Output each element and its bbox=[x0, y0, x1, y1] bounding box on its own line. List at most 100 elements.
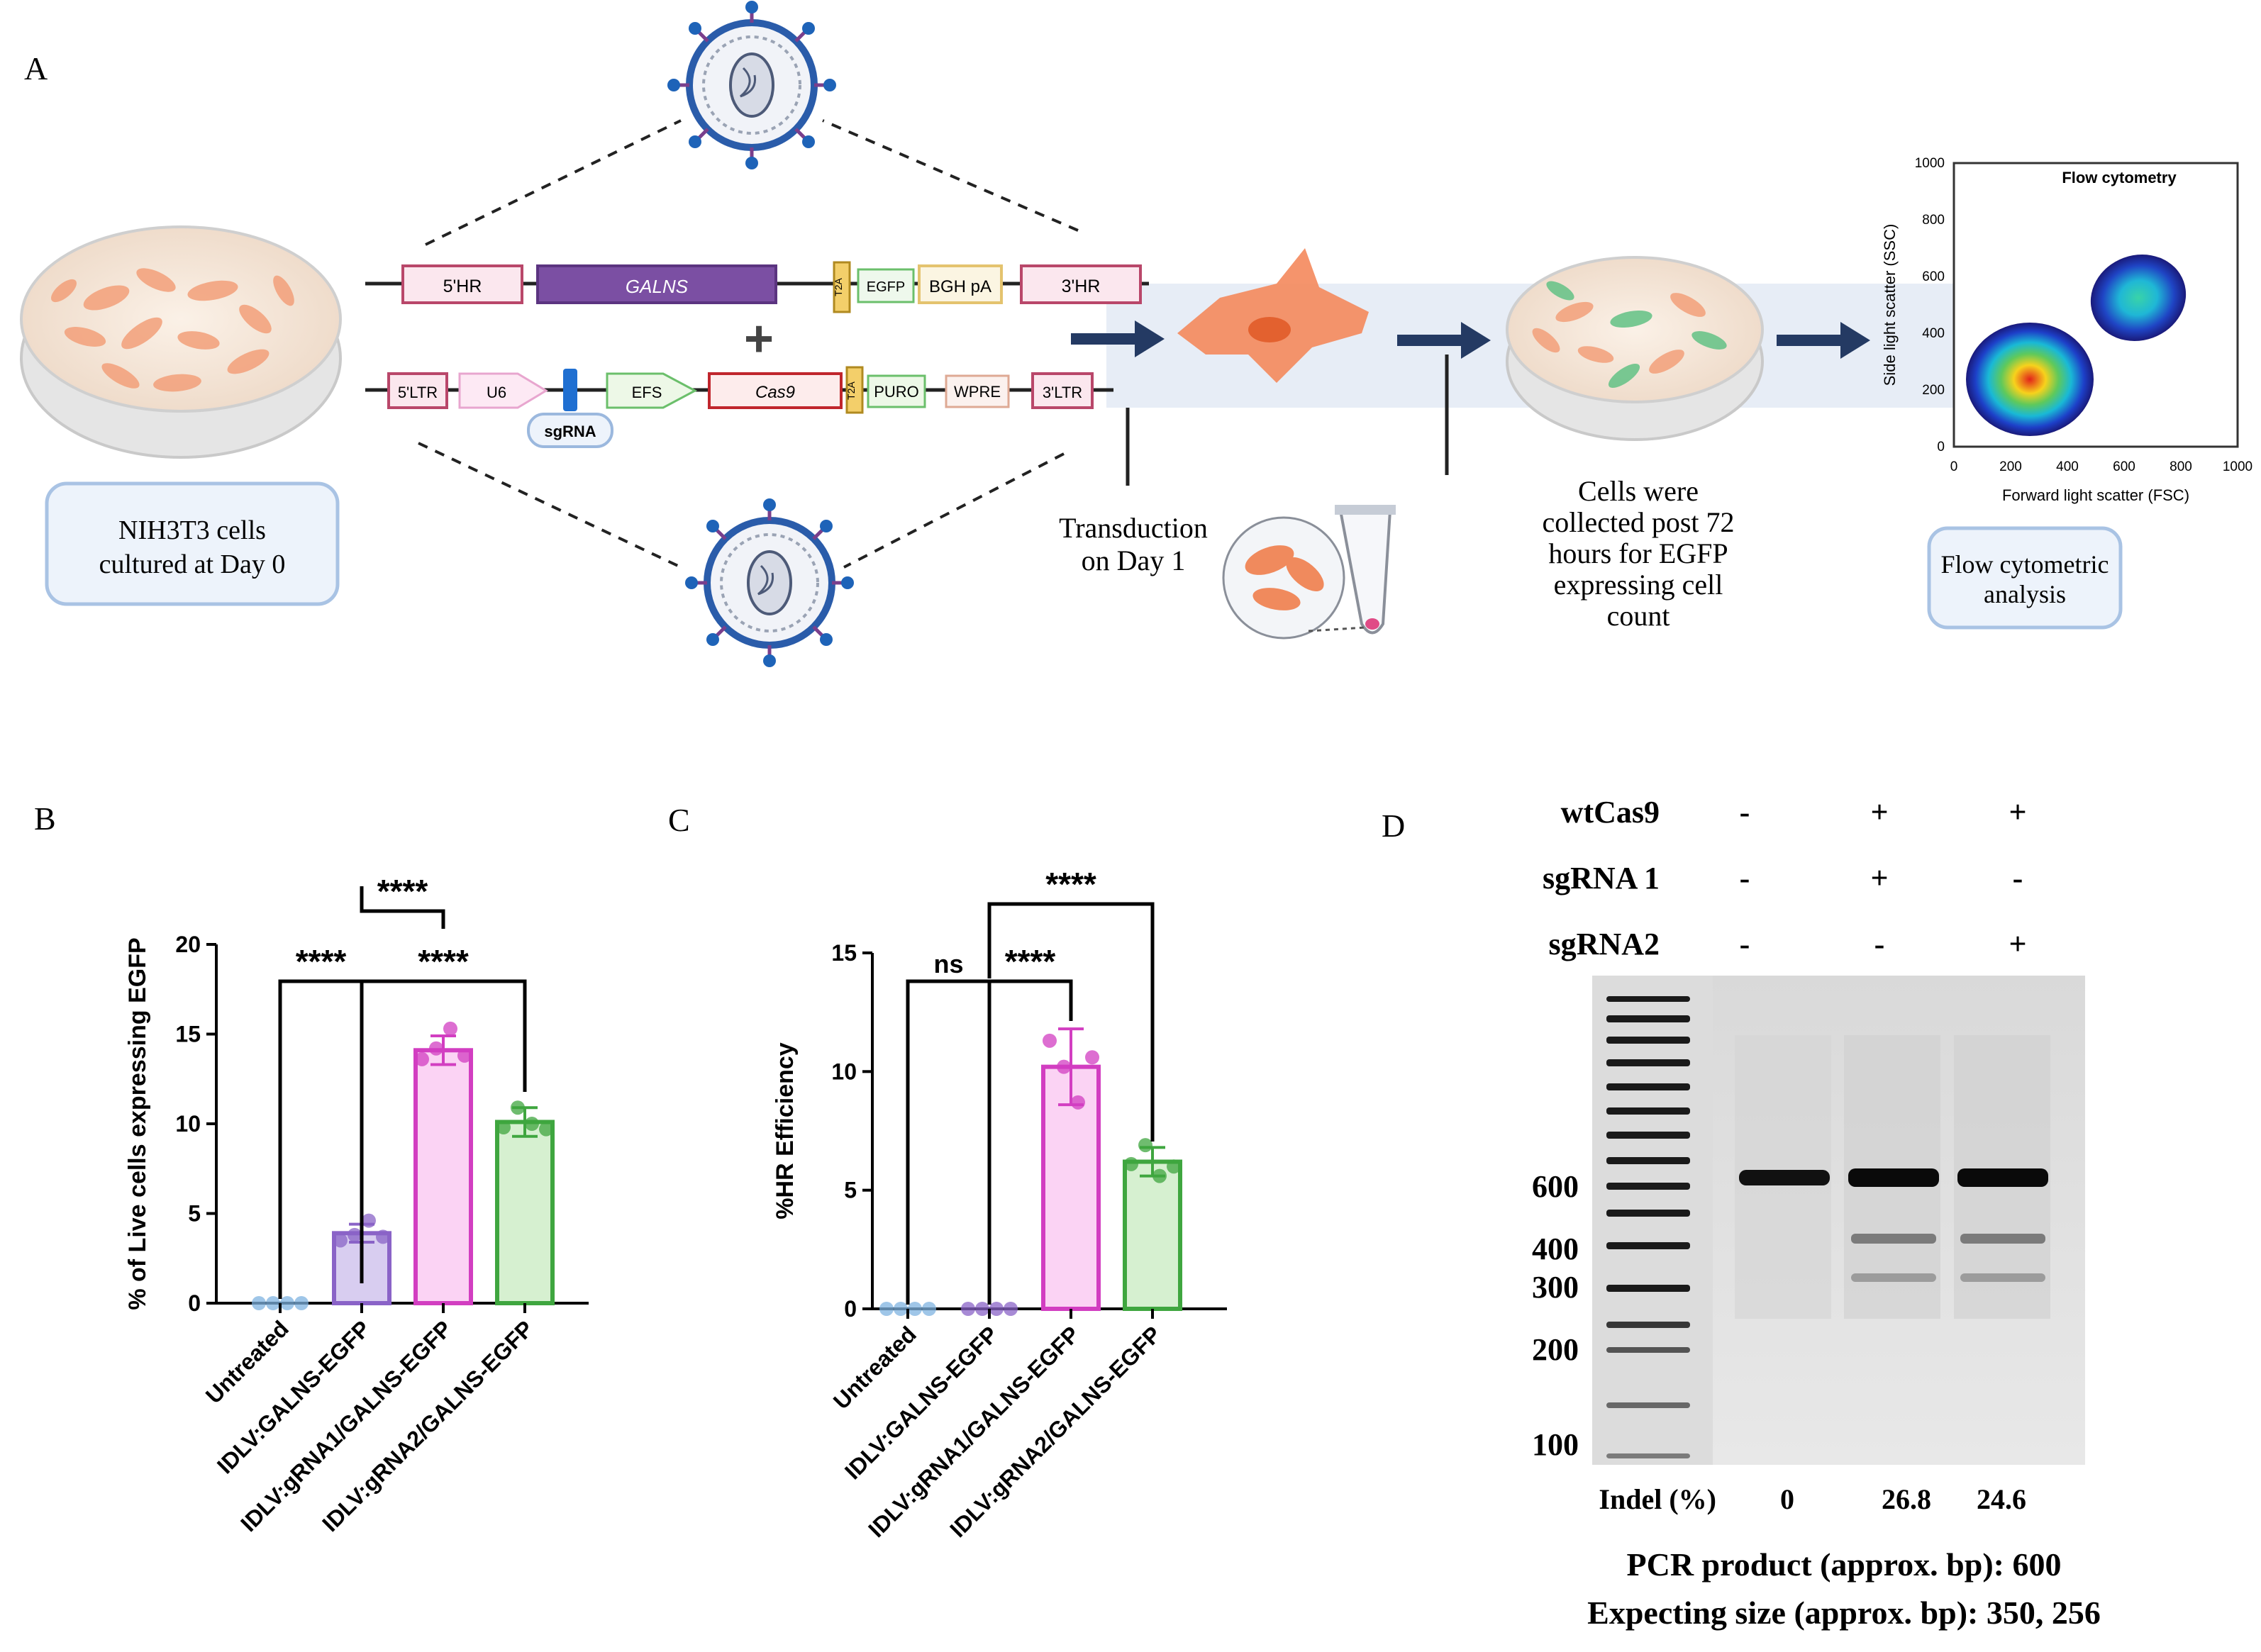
y-tick-label: 0 bbox=[844, 1296, 857, 1322]
condition-value: + bbox=[1870, 795, 1888, 830]
dish-label-box: NIH3T3 cells cultured at Day 0 bbox=[45, 481, 340, 606]
cas9-label: Cas9 bbox=[755, 383, 795, 402]
data-point bbox=[415, 1051, 429, 1066]
data-point bbox=[511, 1100, 525, 1115]
significance-bracket bbox=[360, 979, 527, 1283]
data-point bbox=[975, 1302, 989, 1316]
t2a-label-bottom: T2A bbox=[845, 381, 857, 400]
y-tick-label: 0 bbox=[188, 1290, 201, 1316]
transduction-inset bbox=[1222, 505, 1396, 640]
significance-bracket bbox=[360, 886, 445, 929]
flow-xlabel: Forward light scatter (FSC) bbox=[2002, 486, 2189, 504]
flow-population-2 bbox=[2090, 255, 2187, 341]
data-point bbox=[429, 1041, 443, 1056]
flow-xtick: 200 bbox=[1999, 459, 2022, 474]
data-point bbox=[1152, 1168, 1167, 1183]
marker-label: 200 bbox=[1532, 1332, 1579, 1367]
collected-line: hours for EGFP bbox=[1548, 537, 1728, 569]
cleavage-band bbox=[1851, 1234, 1936, 1244]
gel-caption-1: PCR product (approx. bp): 600 bbox=[1627, 1546, 2062, 1583]
bar bbox=[495, 1120, 555, 1305]
flow-population-1 bbox=[1966, 323, 2094, 436]
category-label: IDLV:GALNS-EGFP bbox=[840, 1321, 1003, 1484]
hr5-label: 5'HR bbox=[443, 277, 482, 296]
significance-label: ns bbox=[933, 949, 963, 978]
panel-letter-d: D bbox=[1382, 808, 1405, 844]
cleavage-band bbox=[1960, 1234, 2045, 1244]
data-point bbox=[1167, 1159, 1181, 1174]
data-point bbox=[376, 1229, 390, 1244]
indel-value: 0 bbox=[1780, 1483, 1794, 1515]
panel-letter-a: A bbox=[24, 50, 48, 86]
flow-box-line2: analysis bbox=[1984, 580, 2066, 608]
flow-ytick: 1000 bbox=[1915, 156, 1945, 171]
panel-letter-c: C bbox=[668, 802, 690, 838]
y-tick-label: 15 bbox=[831, 940, 857, 966]
data-point bbox=[1071, 1095, 1085, 1110]
row-label-wtcas9: wtCas9 bbox=[1561, 795, 1660, 830]
significance-label: **** bbox=[418, 943, 469, 980]
significance-bracket bbox=[987, 979, 1073, 1302]
y-tick-label: 5 bbox=[188, 1201, 201, 1227]
flow-ytick: 200 bbox=[1922, 383, 1945, 398]
flow-ytick: 400 bbox=[1922, 326, 1945, 341]
bar bbox=[413, 1048, 473, 1306]
t2a-label: T2A bbox=[833, 278, 844, 296]
zoom-line bbox=[425, 119, 682, 246]
agarose-gel-image bbox=[1592, 976, 2085, 1465]
data-point bbox=[539, 1122, 553, 1137]
y-tick-label: 15 bbox=[175, 1022, 201, 1047]
virus-particle-top bbox=[667, 1, 836, 169]
condition-value: + bbox=[2009, 795, 2026, 830]
bar bbox=[1123, 1159, 1182, 1312]
flow-ytick: 800 bbox=[1922, 213, 1945, 228]
data-point bbox=[1138, 1138, 1152, 1153]
flow-title: Flow cytometry bbox=[2062, 169, 2177, 186]
panel-letter-b: B bbox=[34, 800, 56, 837]
collected-line: Cells were bbox=[1578, 475, 1699, 507]
significance-label: **** bbox=[1045, 866, 1096, 903]
flow-box-line1: Flow cytometric bbox=[1941, 550, 2109, 579]
ltr5-label: 5'LTR bbox=[398, 384, 438, 401]
indel-value: 26.8 bbox=[1882, 1483, 1931, 1515]
flow-xtick: 1000 bbox=[2223, 459, 2252, 474]
indel-label: Indel (%) bbox=[1599, 1483, 1716, 1515]
significance-label: **** bbox=[296, 943, 347, 980]
data-point bbox=[1057, 1059, 1071, 1074]
data-point bbox=[280, 1296, 294, 1310]
condition-value: + bbox=[2009, 927, 2026, 961]
bgh-label: BGH pA bbox=[929, 277, 991, 296]
y-tick-label: 20 bbox=[175, 932, 201, 957]
flow-ylabel: Side light scatter (SSC) bbox=[1881, 224, 1899, 386]
data-point bbox=[1004, 1302, 1018, 1316]
data-point bbox=[989, 1302, 1004, 1316]
ladder-bands bbox=[1606, 996, 1690, 1458]
dish-label-line1: NIH3T3 cells bbox=[118, 515, 266, 545]
cleavage-band bbox=[1960, 1273, 2045, 1282]
transduced-dish bbox=[1506, 256, 1764, 441]
data-point bbox=[525, 1117, 539, 1131]
puro-label: PURO bbox=[874, 383, 919, 401]
data-point bbox=[1085, 1050, 1099, 1065]
data-point bbox=[443, 1021, 457, 1036]
y-axis-label: % of Live cells expressing EGFP bbox=[124, 937, 151, 1310]
wpre-label: WPRE bbox=[954, 383, 1001, 401]
culture-dish bbox=[20, 225, 342, 459]
data-point bbox=[294, 1296, 309, 1310]
gel-condition-table: wtCas9 - + + sgRNA 1 - + - sgRNA2 - - + bbox=[1543, 795, 2027, 961]
significance-bracket bbox=[906, 979, 991, 1305]
significance-label: **** bbox=[1005, 943, 1056, 980]
process-arrows bbox=[1071, 320, 1870, 359]
data-point bbox=[961, 1302, 975, 1316]
data-point bbox=[879, 1302, 894, 1316]
condition-value: - bbox=[1740, 795, 1750, 830]
significance-bracket bbox=[987, 902, 1155, 1142]
hr3-label: 3'HR bbox=[1062, 277, 1101, 296]
data-point bbox=[348, 1227, 362, 1242]
data-point bbox=[266, 1296, 280, 1310]
collected-line: count bbox=[1607, 600, 1670, 632]
flow-xtick: 0 bbox=[1950, 459, 1958, 474]
flow-cytometry-plot: Flow cytometry 0 200 400 600 800 1000 0 … bbox=[1881, 156, 2252, 504]
